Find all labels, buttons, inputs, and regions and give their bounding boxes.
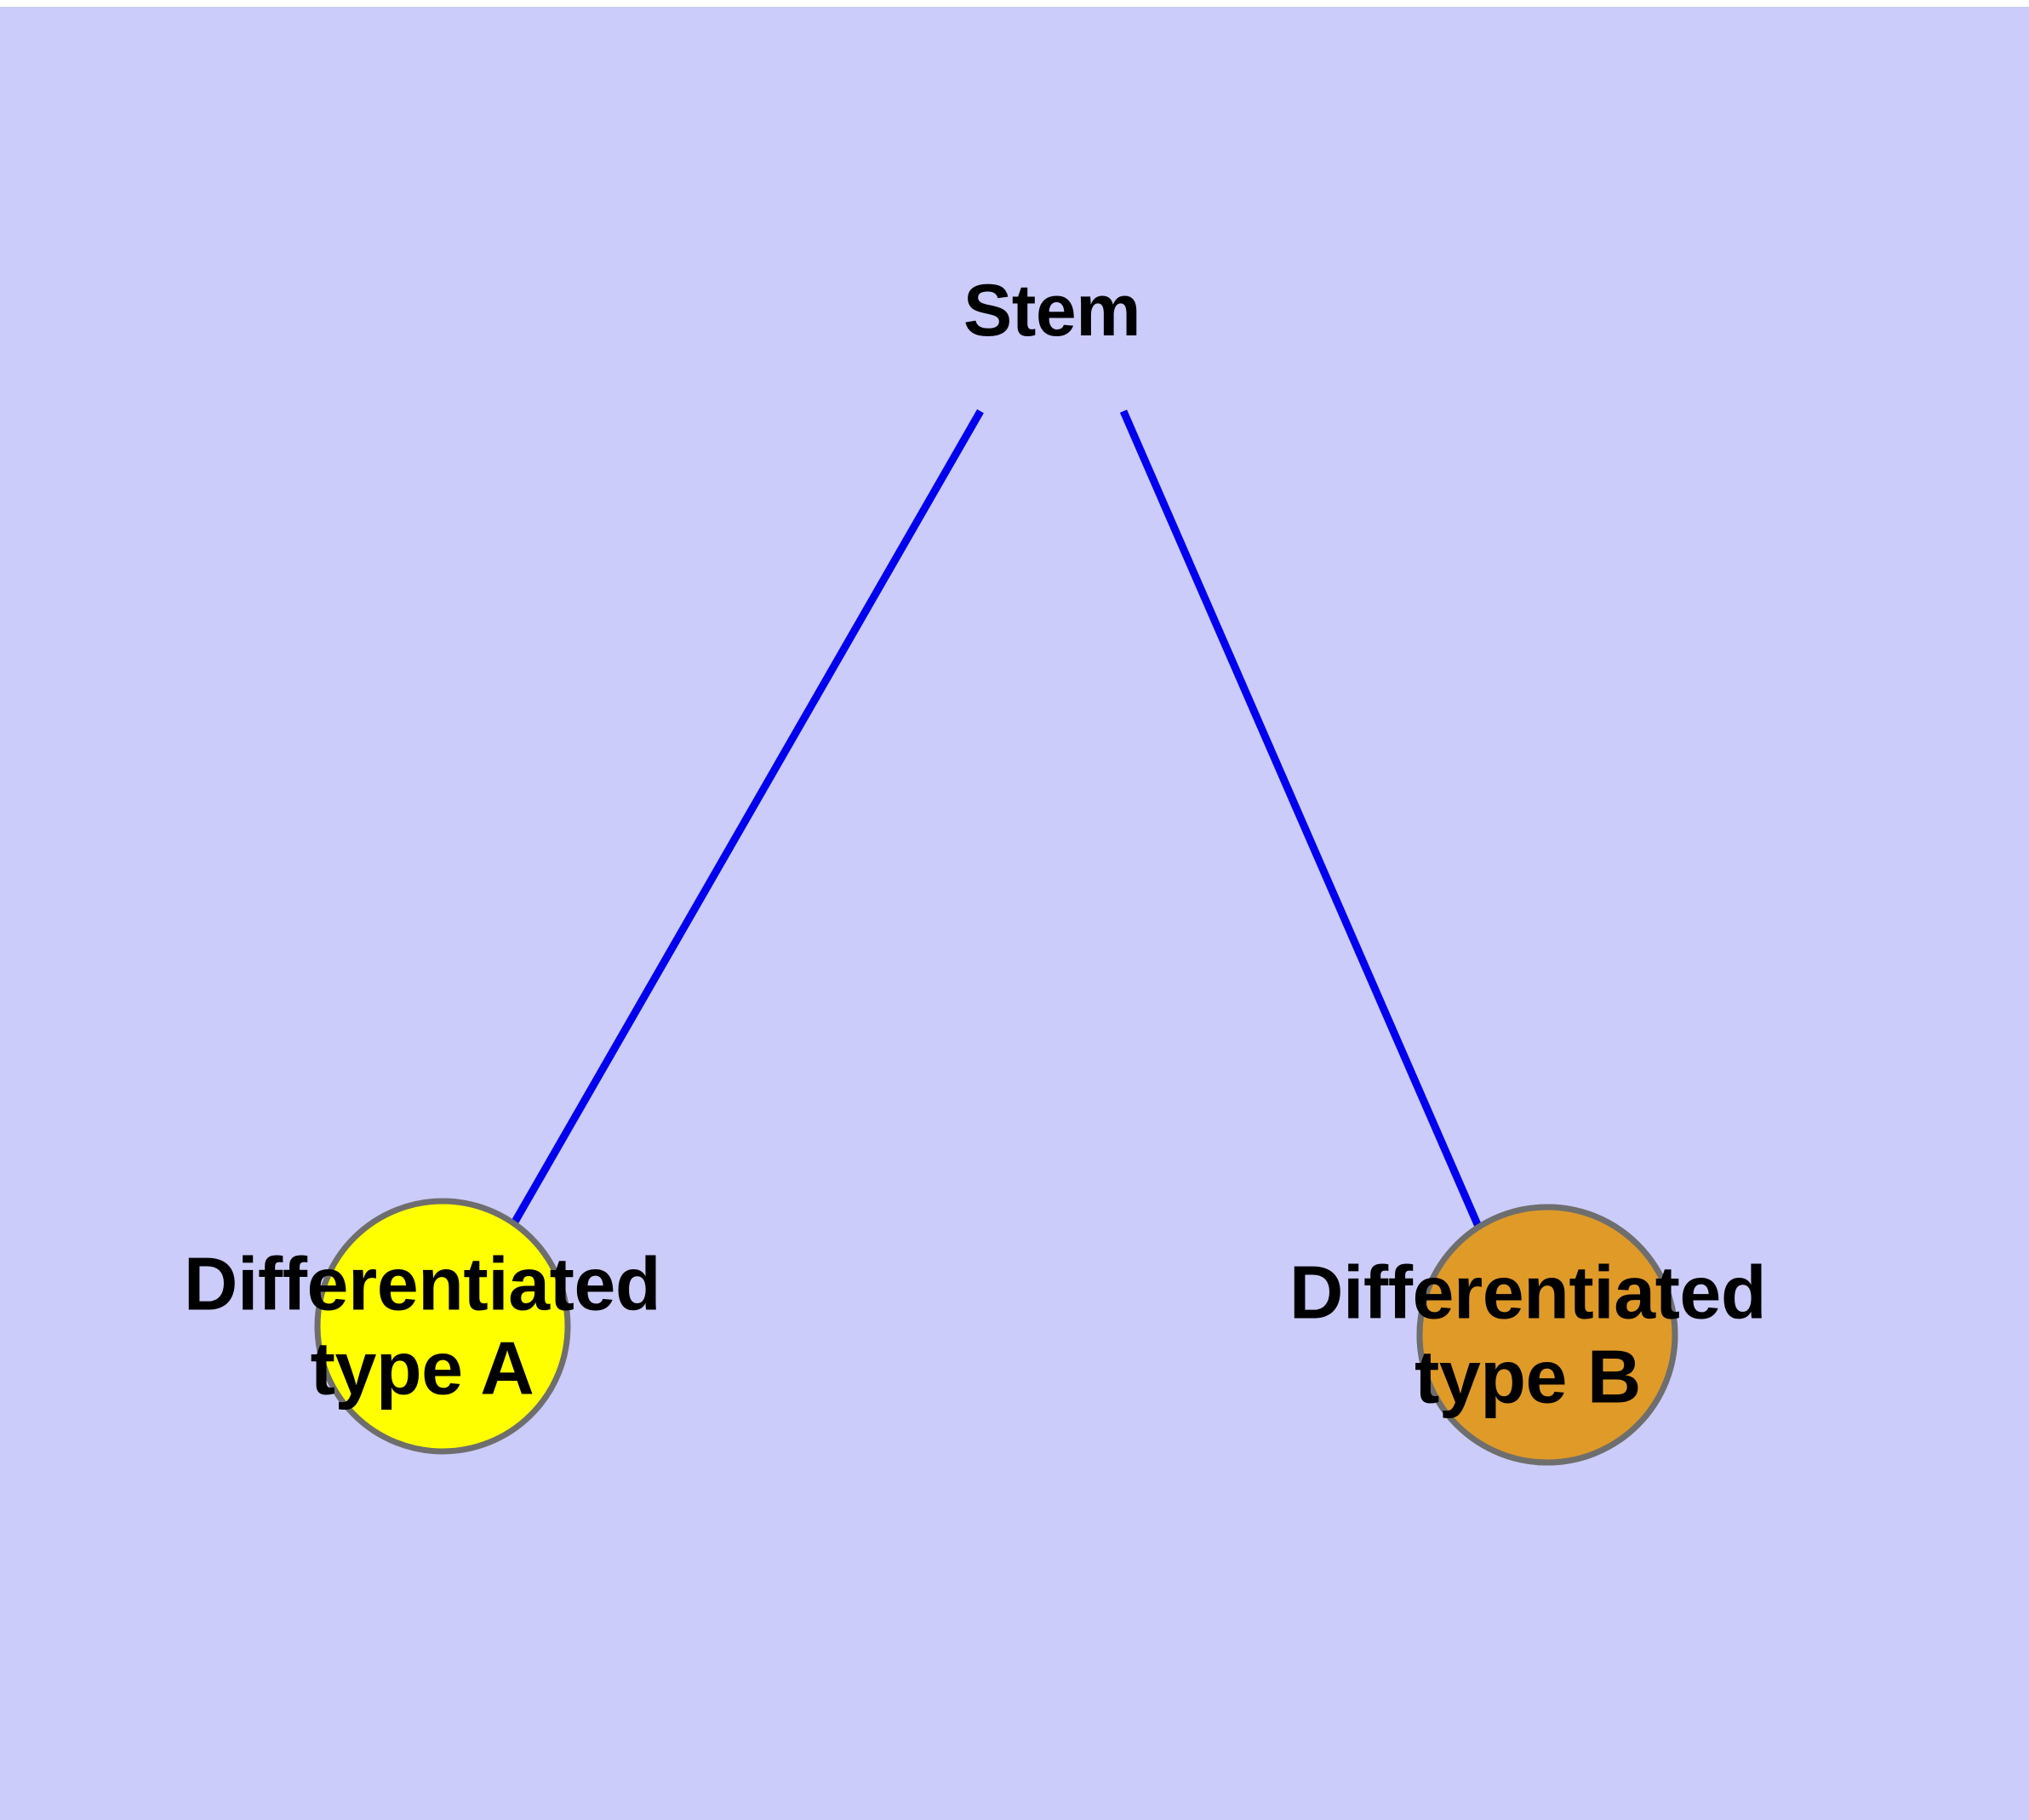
node-stem[interactable] [314,1198,571,1455]
edge-stem-to-differentiated-type-a[interactable] [511,409,984,1226]
node-differentiated-type-b[interactable] [1416,1204,1678,1466]
node-layer [314,1198,1678,1466]
edge-stem-to-differentiated-type-b[interactable] [1119,409,1483,1230]
diagram-background [0,7,2029,1820]
edge-layer [511,409,1483,1230]
